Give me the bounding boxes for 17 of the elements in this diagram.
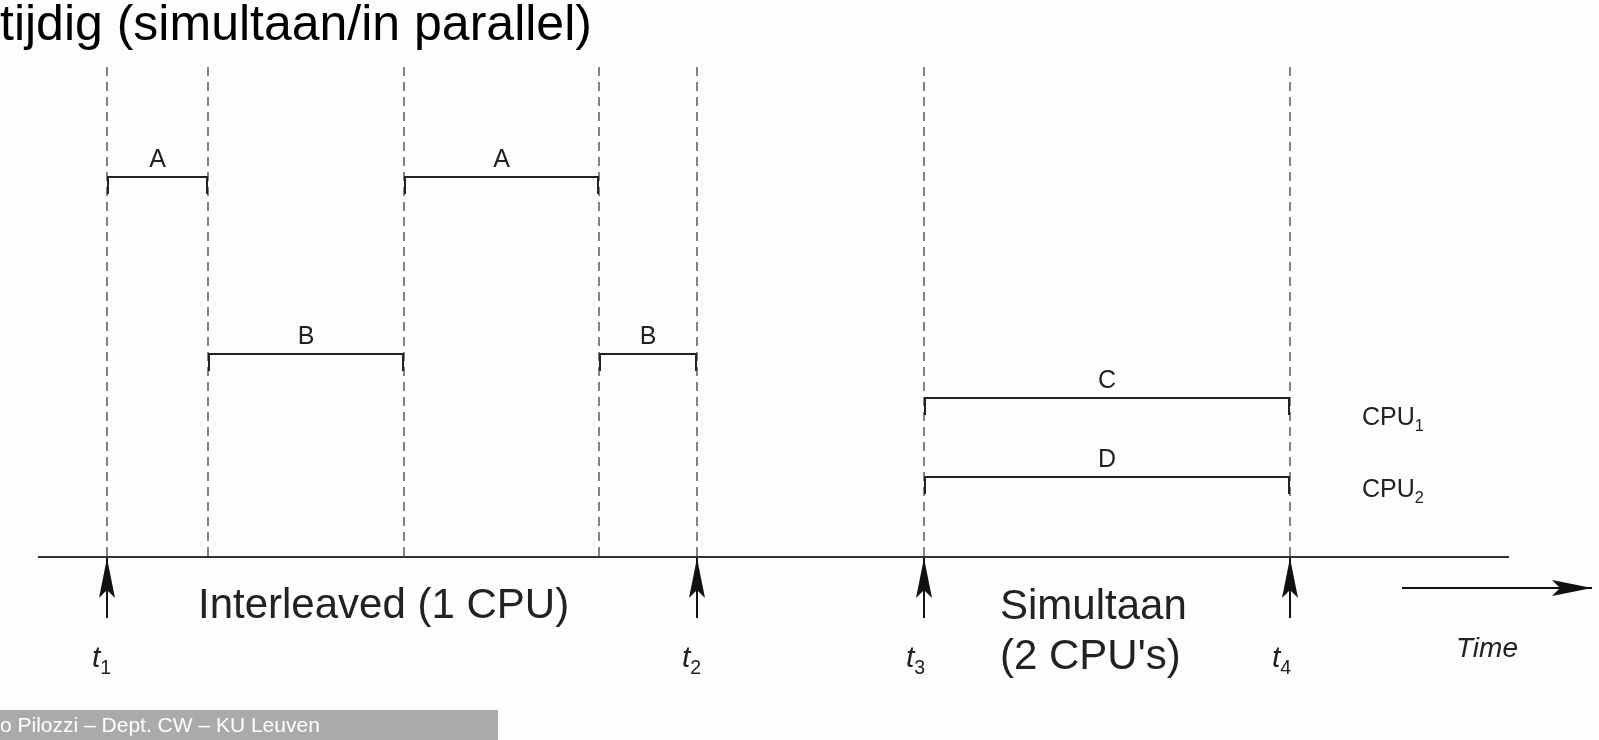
process-label: A xyxy=(148,144,167,173)
diagram-label: t$_{1}$ xyxy=(92,640,112,679)
diagram-label: Time xyxy=(1456,632,1518,664)
diagram-label: t$_{3}$ xyxy=(906,640,926,679)
diagram-label: CPU$_{1}$ xyxy=(1362,402,1424,435)
diagram-label: Simultaan (2 CPU's) xyxy=(1000,580,1188,681)
process-label: B xyxy=(638,321,658,350)
process-label: C xyxy=(1096,365,1118,394)
diagram-label: Interleaved (1 CPU) xyxy=(198,580,570,628)
process-label: A xyxy=(492,144,511,173)
slide-title: tijdig (simultaan/in parallel) xyxy=(0,0,592,52)
process-label: B xyxy=(296,321,316,350)
diagram-label: t$_{2}$ xyxy=(682,640,702,679)
diagram-label: CPU$_{2}$ xyxy=(1362,474,1424,507)
diagram-label: t$_{4}$ xyxy=(1272,640,1292,679)
footer-text: o Pilozzi – Dept. CW – KU Leuven xyxy=(0,713,320,737)
process-label: D xyxy=(1096,444,1118,473)
